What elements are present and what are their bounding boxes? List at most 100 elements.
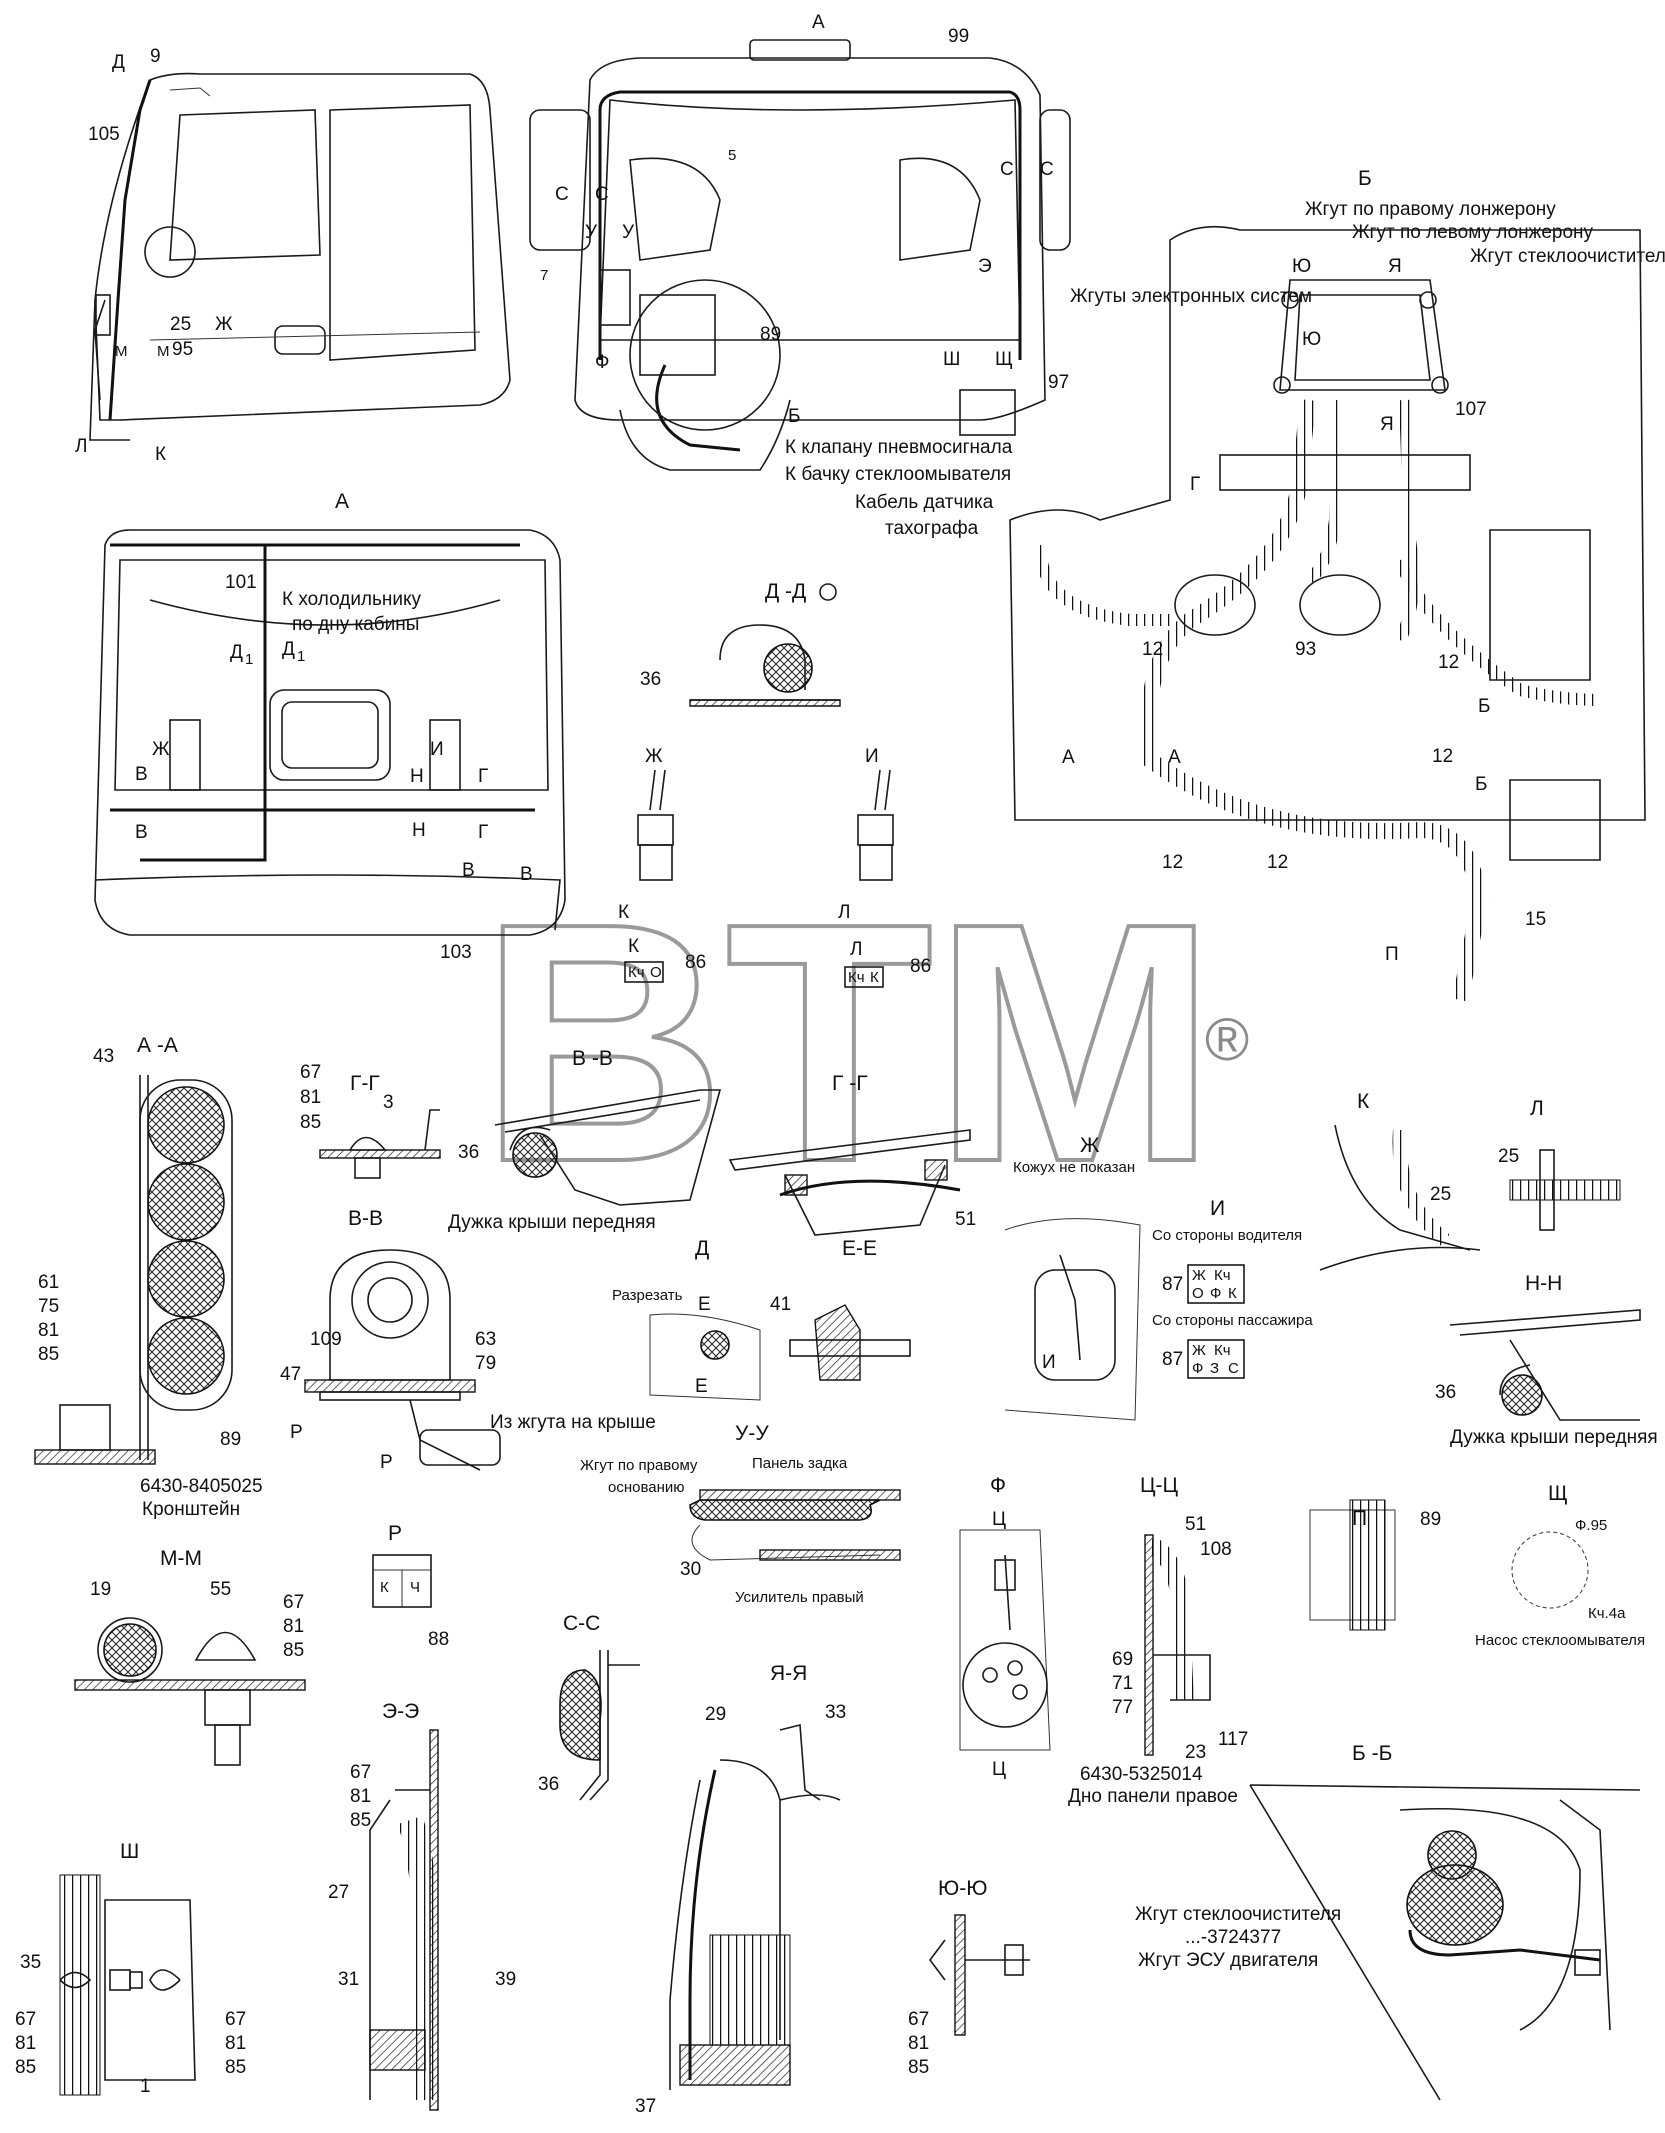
label-k1b: К	[628, 936, 639, 957]
label-m1: М	[115, 343, 128, 360]
pin-driver-bot-c: К	[1228, 1285, 1237, 1302]
title-k: К	[1357, 1090, 1370, 1113]
label-67-m: 67	[283, 1592, 304, 1613]
label-105: 105	[88, 124, 120, 145]
label-25-k: 25	[1430, 1184, 1451, 1205]
label-d1-left-sub: 1	[245, 651, 253, 668]
label-1: 1	[140, 2076, 151, 2097]
title-e-e: Е-Е	[842, 1237, 877, 1260]
label-19: 19	[90, 1579, 111, 1600]
section-e-e2: Э-Э 67 81 85 27 31 39	[328, 1700, 516, 2111]
pin-l1-a: Кч	[848, 969, 865, 986]
label-81-sh-r: 81	[225, 2033, 246, 2054]
title-p1: Р	[388, 1522, 402, 1545]
label-61: 61	[38, 1272, 59, 1293]
note-right-spar: Жгут по правому лонжерону	[1305, 199, 1556, 220]
pin-driver-top-a: Ж	[1192, 1267, 1206, 1284]
view-zh: Ж Кожух не показан И	[1004, 1134, 1141, 1421]
label-yu-top: Ю	[1292, 256, 1311, 277]
label-b1-top: Б	[1478, 696, 1490, 717]
label-b1-bot: Б	[1475, 774, 1487, 795]
label-85-g: 85	[300, 1112, 321, 1133]
label-36-n: 36	[1435, 1382, 1456, 1403]
view-f: Ф Ц Ц 6430-5325014 Дно панели правое	[959, 1474, 1238, 1807]
label-36-s: 36	[538, 1774, 559, 1795]
label-ts-top: Ц	[992, 1509, 1006, 1530]
label-bracket: Кронштейн	[142, 1499, 240, 1520]
label-117: 117	[1218, 1729, 1248, 1750]
label-9: 9	[150, 46, 161, 67]
pin-pass-top-b: Кч	[1214, 1342, 1231, 1359]
label-30: 30	[680, 1559, 701, 1580]
note-to-washer: К бачку стеклоомывателя	[785, 464, 1011, 485]
note-roof-arc2: Дужка крыши передняя	[1450, 1427, 1658, 1448]
label-108: 108	[1200, 1539, 1232, 1560]
note-tacho-cable2: тахографа	[885, 518, 979, 539]
label-31: 31	[338, 1969, 359, 1990]
label-77: 77	[1112, 1697, 1133, 1718]
title-zh: Ж	[1080, 1134, 1100, 1157]
label-67-e: 67	[350, 1762, 371, 1783]
label-25-l: 25	[1498, 1146, 1519, 1167]
label-39: 39	[495, 1969, 516, 1990]
label-15: 15	[1525, 909, 1546, 930]
section-a1-a1: А -А 43 61 75 81 85 89 6430-8405025 Крон…	[34, 1034, 263, 1520]
label-e: Э	[978, 256, 992, 277]
title-i: И	[1210, 1197, 1225, 1220]
title-d: Д	[695, 1237, 709, 1260]
title-ya-ya: Я-Я	[770, 1662, 807, 1685]
label-51-ts: 51	[1185, 1514, 1206, 1535]
title-view-a: А	[335, 490, 349, 513]
section-m-m: М-М 19 55 67 81 85	[74, 1547, 306, 1766]
label-99: 99	[948, 26, 969, 47]
pin-k1-b: О	[650, 964, 662, 981]
pin-pass-bot-a: Ф	[1192, 1360, 1203, 1377]
label-p1-vv: Р	[380, 1452, 393, 1473]
title-yu-yu: Ю-Ю	[938, 1877, 987, 1900]
label-v1-upper: В	[135, 764, 148, 785]
label-23: 23	[1185, 1742, 1206, 1763]
label-sh: Ш	[943, 349, 960, 370]
label-l1b: Л	[850, 939, 862, 960]
label-47: 47	[280, 1364, 301, 1385]
pin-driver-bot-a: О	[1192, 1285, 1204, 1302]
view-p1-sec: П 89	[1309, 1499, 1441, 1631]
label-s-left2: С	[595, 184, 609, 205]
title-g-g: Г-Г	[350, 1072, 380, 1095]
label-e-bot: Е	[695, 1376, 708, 1397]
label-12-e: 12	[1267, 852, 1288, 873]
section-ya-ya: Я-Я 29 33 37	[635, 1662, 846, 2117]
label-k1: К	[618, 902, 629, 923]
label-67-sh-r: 67	[225, 2009, 246, 2030]
note-to-fridge: К холодильнику	[282, 589, 422, 610]
note-driver-side: Со стороны водителя	[1152, 1227, 1302, 1244]
label-75: 75	[38, 1296, 59, 1317]
label-l1: Л	[838, 902, 850, 923]
label-u2: У	[622, 222, 635, 243]
label-89-top: 89	[760, 324, 781, 345]
label-81-e: 81	[350, 1786, 371, 1807]
label-d1-right: Д	[282, 639, 295, 660]
label-107: 107	[1455, 399, 1487, 420]
view-p1: Р К Ч 88	[372, 1522, 449, 1650]
label-89-p1: 89	[1420, 1509, 1441, 1530]
connectors-zh1-i1: Ж И К Л К Л Кч О Кч К 86 86	[618, 746, 931, 988]
label-s-left: С	[555, 184, 569, 205]
note-to-pneumo: К клапану пневмосигнала	[785, 437, 1013, 458]
label-f95: Ф.95	[1575, 1517, 1607, 1534]
label-g1-lower: Г	[478, 822, 488, 843]
label-12-a: 12	[1142, 639, 1163, 660]
label-87-pass: 87	[1162, 1349, 1183, 1370]
note-tacho-cable: Кабель датчика	[855, 492, 994, 513]
label-67-sh-l: 67	[15, 2009, 36, 2030]
note-rear-panel: Панель задка	[752, 1455, 848, 1472]
label-36-d1: 36	[640, 669, 661, 690]
section-yu-yu: Ю-Ю 67 81 85	[908, 1877, 1030, 2078]
note-left-spar: Жгут по левому лонжерону	[1352, 222, 1594, 243]
label-v-left: В	[462, 860, 475, 881]
title-ts-ts: Ц-Ц	[1140, 1474, 1179, 1497]
label-ecu-no: ...-3724377	[1185, 1927, 1281, 1948]
label-37: 37	[635, 2096, 656, 2117]
note-to-fridge2: по дну кабины	[292, 614, 419, 635]
